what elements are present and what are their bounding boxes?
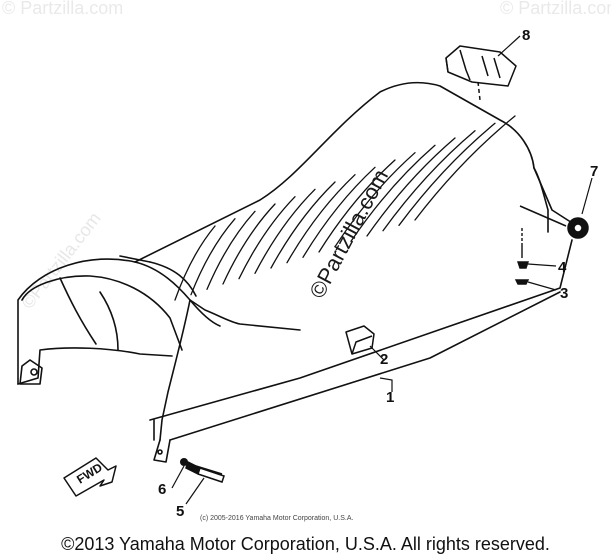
- part-7-knob: [519, 205, 589, 239]
- callout-6: 6: [158, 481, 166, 498]
- callout-5: 5: [176, 503, 184, 520]
- part-3-washer: [514, 279, 530, 285]
- seat-assembly: [17, 81, 581, 463]
- seat-pleat: [398, 122, 496, 226]
- callout-3: 3: [560, 285, 568, 302]
- seat-pleat: [366, 137, 456, 237]
- callout-2: 2: [380, 351, 388, 368]
- seat-pleats: [174, 115, 516, 301]
- seat-pleat: [350, 144, 436, 242]
- callout-1: 1: [386, 389, 394, 406]
- part-2-plate: [345, 325, 375, 355]
- seat-pleat: [318, 159, 396, 253]
- seat-pleat: [302, 166, 376, 258]
- seat-pleat: [286, 174, 356, 264]
- small-copyright: (c) 2005-2016 Yamaha Motor Corporation, …: [200, 515, 353, 522]
- leader-lines: [171, 35, 593, 505]
- seat-parts-diagram: © Partzilla.com © Partzilla.com ©Partzil…: [2, 0, 611, 522]
- footer-copyright: ©2013 Yamaha Motor Corporation, U.S.A. A…: [61, 534, 550, 554]
- seat-pleat: [270, 181, 336, 269]
- part-5-bolt: [185, 460, 225, 483]
- part-8-emblem: [445, 45, 517, 101]
- seat-pleat: [382, 130, 476, 232]
- callout-7: 7: [590, 163, 598, 180]
- part-4-screw: [517, 228, 529, 269]
- seat-pleat: [222, 203, 276, 285]
- seat-pleat: [254, 188, 316, 274]
- seat-pleat: [238, 196, 296, 280]
- seat-pleat: [334, 152, 416, 248]
- seat-pleat: [190, 218, 236, 296]
- seat-pleat: [206, 210, 256, 290]
- part-6-washer: [180, 458, 188, 466]
- seat-pleat: [174, 225, 216, 301]
- seat-pleat: [414, 115, 516, 221]
- corner-watermark-right: © Partzilla.com: [500, 0, 611, 18]
- callout-8: 8: [522, 27, 530, 44]
- callout-4: 4: [558, 259, 567, 276]
- corner-watermark-left: © Partzilla.com: [2, 0, 123, 18]
- fwd-arrow: FWD: [63, 457, 117, 497]
